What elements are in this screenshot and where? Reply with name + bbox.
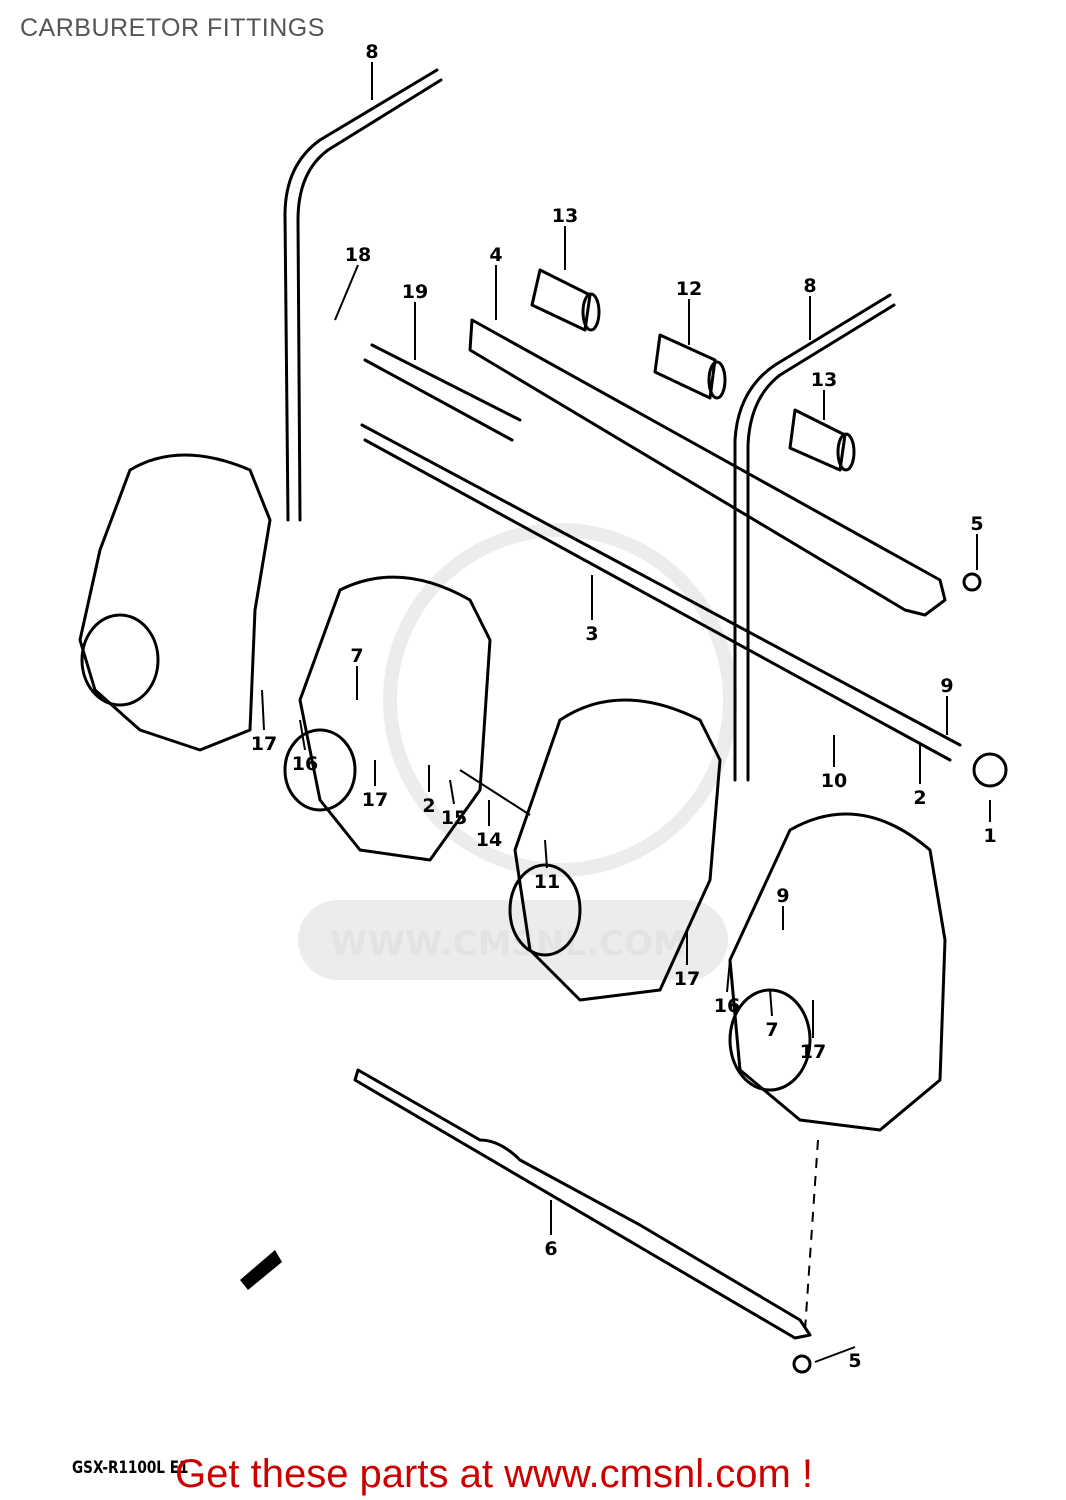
bracket-6 (353, 1068, 812, 1340)
hose-19 (363, 343, 522, 442)
knob-1 (972, 752, 1008, 788)
callout-4[interactable]: 4 (489, 244, 502, 266)
callout-leader-line (334, 264, 359, 321)
callout-14[interactable]: 14 (476, 829, 502, 851)
callout-17[interactable]: 17 (362, 789, 388, 811)
callout-9[interactable]: 9 (940, 675, 953, 697)
callout-6[interactable]: 6 (544, 1238, 557, 1260)
callout-17[interactable]: 17 (674, 968, 700, 990)
callout-leader-line (299, 719, 306, 751)
spring-14 (459, 769, 531, 816)
callout-15[interactable]: 15 (441, 807, 467, 829)
callout-9[interactable]: 9 (776, 885, 789, 907)
callout-leader-line (726, 959, 731, 993)
model-code: GSX-R1100L E1 (72, 1458, 189, 1478)
callout-13[interactable]: 13 (552, 205, 578, 227)
bracket-4 (468, 318, 947, 617)
callout-leader-line (769, 989, 773, 1017)
callout-leader-line (449, 779, 455, 805)
carburetors (78, 453, 947, 1132)
callout-17[interactable]: 17 (251, 733, 277, 755)
callout-7[interactable]: 7 (765, 1019, 778, 1041)
callout-3[interactable]: 3 (585, 623, 598, 645)
sleeves (530, 268, 856, 472)
callout-19[interactable]: 19 (402, 281, 428, 303)
callout-leader-line (261, 689, 265, 731)
callout-2[interactable]: 2 (422, 795, 435, 817)
callout-18[interactable]: 18 (345, 244, 371, 266)
callout-labels: 8 18 19 4 13 12 8 13 5 3 9 7 10 2 1 17 16 17 2 15 14 11 9 17 16 7… (251, 41, 997, 1372)
callout-5[interactable]: 5 (970, 513, 983, 535)
callout-8[interactable]: 8 (365, 41, 378, 63)
watermark: WWW.CMSNL.COM (298, 523, 737, 980)
callout-8[interactable]: 8 (803, 275, 816, 297)
front-arrow-icon (240, 1250, 282, 1290)
leader-dash (804, 1139, 819, 1331)
callout-17[interactable]: 17 (800, 1041, 826, 1063)
callout-16[interactable]: 16 (292, 753, 318, 775)
promo-link[interactable]: Get these parts at www.cmsnl.com ! (175, 1452, 813, 1496)
callout-16[interactable]: 16 (714, 995, 740, 1017)
callout-2[interactable]: 2 (913, 787, 926, 809)
rod-3 (360, 423, 962, 762)
callout-7[interactable]: 7 (350, 645, 363, 667)
callout-leader-line (544, 839, 548, 869)
pipe-8-left (283, 68, 439, 522)
pipe-8-right (746, 303, 896, 782)
screw-5 (792, 572, 982, 1374)
callout-13[interactable]: 13 (811, 369, 837, 391)
pipe-8-right (733, 293, 892, 782)
watermark-text: WWW.CMSNL.COM (330, 924, 687, 964)
page-title: CARBURETOR FITTINGS (20, 14, 325, 42)
pipe-8-left (296, 78, 443, 522)
callout-12[interactable]: 12 (676, 278, 702, 300)
callout-11[interactable]: 11 (534, 871, 560, 893)
callout-1[interactable]: 1 (983, 825, 996, 847)
callout-10[interactable]: 10 (821, 770, 847, 792)
callout-leader-line (814, 1346, 856, 1363)
callout-5[interactable]: 5 (848, 1350, 861, 1372)
